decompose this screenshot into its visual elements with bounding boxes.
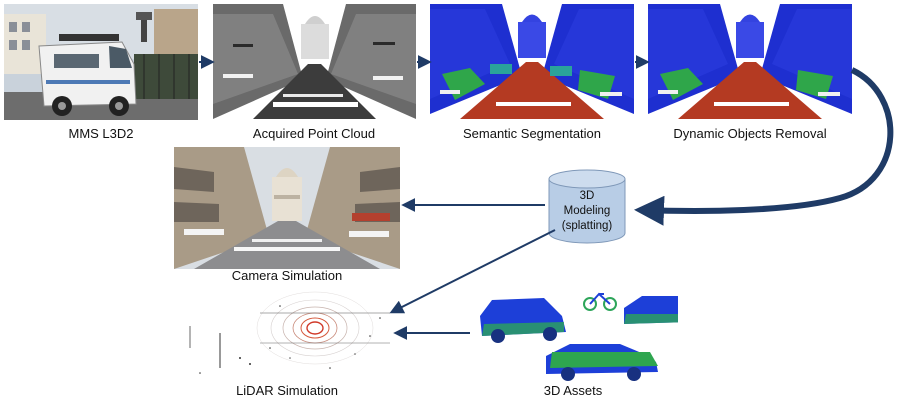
lidar-simulation-caption: LiDAR Simulation	[236, 383, 338, 398]
semantic-segmentation-image	[430, 4, 634, 119]
acquired-point-cloud-image	[213, 4, 416, 119]
asset-bicycle	[583, 292, 617, 311]
modeling-label-line1: 3D	[579, 190, 595, 202]
modeling-database-icon	[548, 169, 626, 244]
assets-caption: 3D Assets	[543, 383, 603, 398]
acquired-point-cloud-caption: Acquired Point Cloud	[252, 126, 376, 141]
modeling-label-line3: (splatting)	[561, 220, 613, 232]
semantic-segmentation-caption: Semantic Segmentation	[462, 126, 602, 141]
assets-image	[480, 292, 678, 381]
modeling-label: 3D Modeling (splatting)	[547, 189, 627, 234]
asset-sedan-bottom	[546, 344, 658, 381]
lidar-simulation-image	[180, 288, 395, 386]
camera-simulation-caption: Camera Simulation	[231, 268, 343, 283]
mms-vehicle-image	[4, 4, 198, 120]
camera-simulation-image	[174, 147, 400, 269]
asset-suv-left	[480, 298, 566, 343]
mms-caption: MMS L3D2	[68, 126, 134, 141]
dynamic-objects-removal-caption: Dynamic Objects Removal	[673, 126, 827, 141]
asset-car-right	[624, 296, 678, 324]
modeling-label-line2: Modeling	[563, 205, 611, 217]
dynamic-objects-removal-image	[648, 4, 852, 119]
